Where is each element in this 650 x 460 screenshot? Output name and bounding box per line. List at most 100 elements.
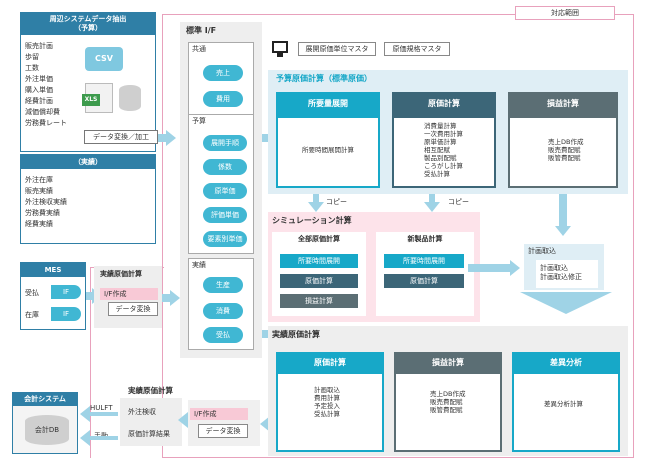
accounting-db-icon: 会計DB <box>25 415 69 445</box>
arrow-head <box>555 226 571 236</box>
external-item: 外注単価 <box>25 75 53 83</box>
sim-all-title: 全部原価計算 <box>298 235 340 243</box>
bottom-item: 外注検収 <box>128 408 156 416</box>
external-item: 購入単価 <box>25 86 53 94</box>
if-item: 評価単価 <box>203 207 247 223</box>
actual-calc-left-title: 実績原価計算 <box>100 270 142 278</box>
mes-if-badge: IF <box>51 285 81 299</box>
csv-icon: CSV <box>85 47 123 71</box>
external-item-list: 販売計画 歩留 工数 外注単価 購入単価 経費計画 減価償却費 労務費レート <box>25 41 67 129</box>
budget-calc-title: 予算原価計算（標準原価） <box>276 74 372 83</box>
external-actual-item: 労務費実績 <box>25 209 60 217</box>
budget-col-header: 損益計算 <box>508 92 618 118</box>
master-item[interactable]: 原価規格マスタ <box>384 42 450 56</box>
simulation-panel: シミュレーション計算 全部原価計算 所要時間展開 原価計算 損益計算 新製品計算… <box>268 212 480 322</box>
if-item: 要素別単価 <box>203 231 247 247</box>
actual-col-line: 受払計算 <box>314 410 340 418</box>
mes-row-label: 在庫 <box>25 311 39 319</box>
if-item: 消費 <box>203 303 243 319</box>
sim-button[interactable]: 原価計算 <box>280 274 358 288</box>
scope-label: 対応範囲 <box>515 6 615 20</box>
copy-label: コピー <box>448 198 469 206</box>
std-if-actual-group: 実績 生産 消費 受払 <box>188 258 254 350</box>
external-item: 減価償却費 <box>25 108 60 116</box>
budget-col-line: 一次費用計算 <box>424 130 463 138</box>
budget-col-line: 販売費配賦 <box>548 146 581 154</box>
arrow-head <box>308 202 324 212</box>
if-item: 原単価 <box>203 183 247 199</box>
db-cylinder-icon <box>119 85 141 111</box>
arrow-left <box>178 412 188 428</box>
plan-import-panel: 計画取込 計画取込 計画取込修正 <box>524 244 604 290</box>
if-item: 費用 <box>203 91 243 107</box>
arrow-shaft <box>90 436 118 440</box>
external-item: 労務費レート <box>25 119 67 127</box>
sim-button[interactable]: 所要時間展開 <box>384 254 464 268</box>
monitor-stand <box>277 53 283 57</box>
external-actual-list: 外注在庫 販売実績 外注検収実績 労務費実績 経費実績 <box>25 175 67 230</box>
if-item: 生産 <box>203 277 243 293</box>
budget-col-header: 所要量展開 <box>276 92 380 118</box>
external-item: 経費計画 <box>25 97 53 105</box>
if-item: 受払 <box>203 327 243 343</box>
std-if-panel: 標準 I/F 共通 売上 費用 予算 展開手順 係数 原単価 評価単価 要素別単… <box>180 22 262 358</box>
arrow-head <box>166 130 176 146</box>
sim-button[interactable]: 損益計算 <box>280 294 358 308</box>
monitor-icon <box>272 41 288 53</box>
budget-col-line: 受払計算 <box>424 170 450 178</box>
actual-calc-left-panel: 実績原価計算 I/F作成 データ変換 <box>94 266 162 328</box>
arrow-head <box>424 202 440 212</box>
sim-button[interactable]: 所要時間展開 <box>280 254 358 268</box>
convert-button[interactable]: データ変換／加工 <box>84 130 158 144</box>
if-create-label: I/F作成 <box>100 288 158 300</box>
external-budget-panel: 周辺システムデータ抽出 （予算） 販売計画 歩留 工数 外注単価 購入単価 経費… <box>20 12 156 152</box>
master-item[interactable]: 展開原価単位マスタ <box>298 42 376 56</box>
budget-col-line: 相互配賦 <box>424 146 450 154</box>
actual-col-body: 差異分析計算 <box>512 374 620 452</box>
plan-import-body: 計画取込 計画取込修正 <box>536 260 598 288</box>
external-item: 工数 <box>25 64 39 72</box>
external-actual-item: 販売実績 <box>25 187 53 195</box>
actual-calc-bottom-panel: 外注検収 原価計算結果 <box>120 398 182 446</box>
arrow-pl-down <box>559 194 567 226</box>
sim-button[interactable]: 原価計算 <box>384 274 464 288</box>
data-convert-bottom-button[interactable]: データ変換 <box>198 424 248 438</box>
budget-col-line: ころがし計算 <box>424 162 463 170</box>
budget-col-line: 所要時間展開計算 <box>302 146 354 154</box>
budget-col-line: 製品別配賦 <box>424 154 457 162</box>
budget-col-line: 原単価計算 <box>424 138 457 146</box>
copy-arrow <box>429 194 435 202</box>
arrow-sim-to-plan <box>468 264 512 272</box>
mes-if-badge: IF <box>51 307 81 321</box>
arrow-head <box>170 290 180 306</box>
plan-import-title: 計画取込 <box>528 247 556 255</box>
mes-title: MES <box>21 263 85 277</box>
bottom-item: 原価計算結果 <box>128 430 170 438</box>
budget-col-line: 販管費配賦 <box>548 154 581 162</box>
if-item: 展開手順 <box>203 135 247 151</box>
arrow-from-actual <box>260 416 270 432</box>
scope-outline <box>162 14 634 458</box>
external-item: 歩留 <box>25 53 39 61</box>
external-actual-item: 外注検収実績 <box>25 198 67 206</box>
simulation-title: シミュレーション計算 <box>272 216 352 225</box>
budget-col-line: 消費量計算 <box>424 122 457 130</box>
data-convert-button[interactable]: データ変換 <box>108 302 158 316</box>
accounting-panel: 会計システム 会計DB <box>12 392 78 454</box>
arrow-hulft <box>80 406 90 422</box>
mes-row-label: 受払 <box>25 289 39 297</box>
arrow-if-to-budget <box>262 134 268 142</box>
actual-col-line: 費用計算 <box>314 394 340 402</box>
if-item: 売上 <box>203 65 243 81</box>
external-item: 販売計画 <box>25 42 53 50</box>
arrow-external-to-if <box>158 134 166 142</box>
if-create-bottom-label: I/F作成 <box>190 408 248 420</box>
std-if-budget-group: 予算 展開手順 係数 原単価 評価単価 要素別単価 <box>188 114 254 254</box>
sim-all-box: 全部原価計算 所要時間展開 原価計算 損益計算 <box>272 232 366 316</box>
budget-col-body: 所要時間展開計算 <box>276 118 380 188</box>
actual-col-header: 差異分析 <box>512 352 620 374</box>
mes-panel: MES 受払 IF 在庫 IF <box>20 262 86 330</box>
arrow-head <box>510 260 520 276</box>
sim-new-box: 新製品計算 所要時間展開 原価計算 <box>376 232 474 316</box>
actual-col-header: 原価計算 <box>276 352 384 374</box>
